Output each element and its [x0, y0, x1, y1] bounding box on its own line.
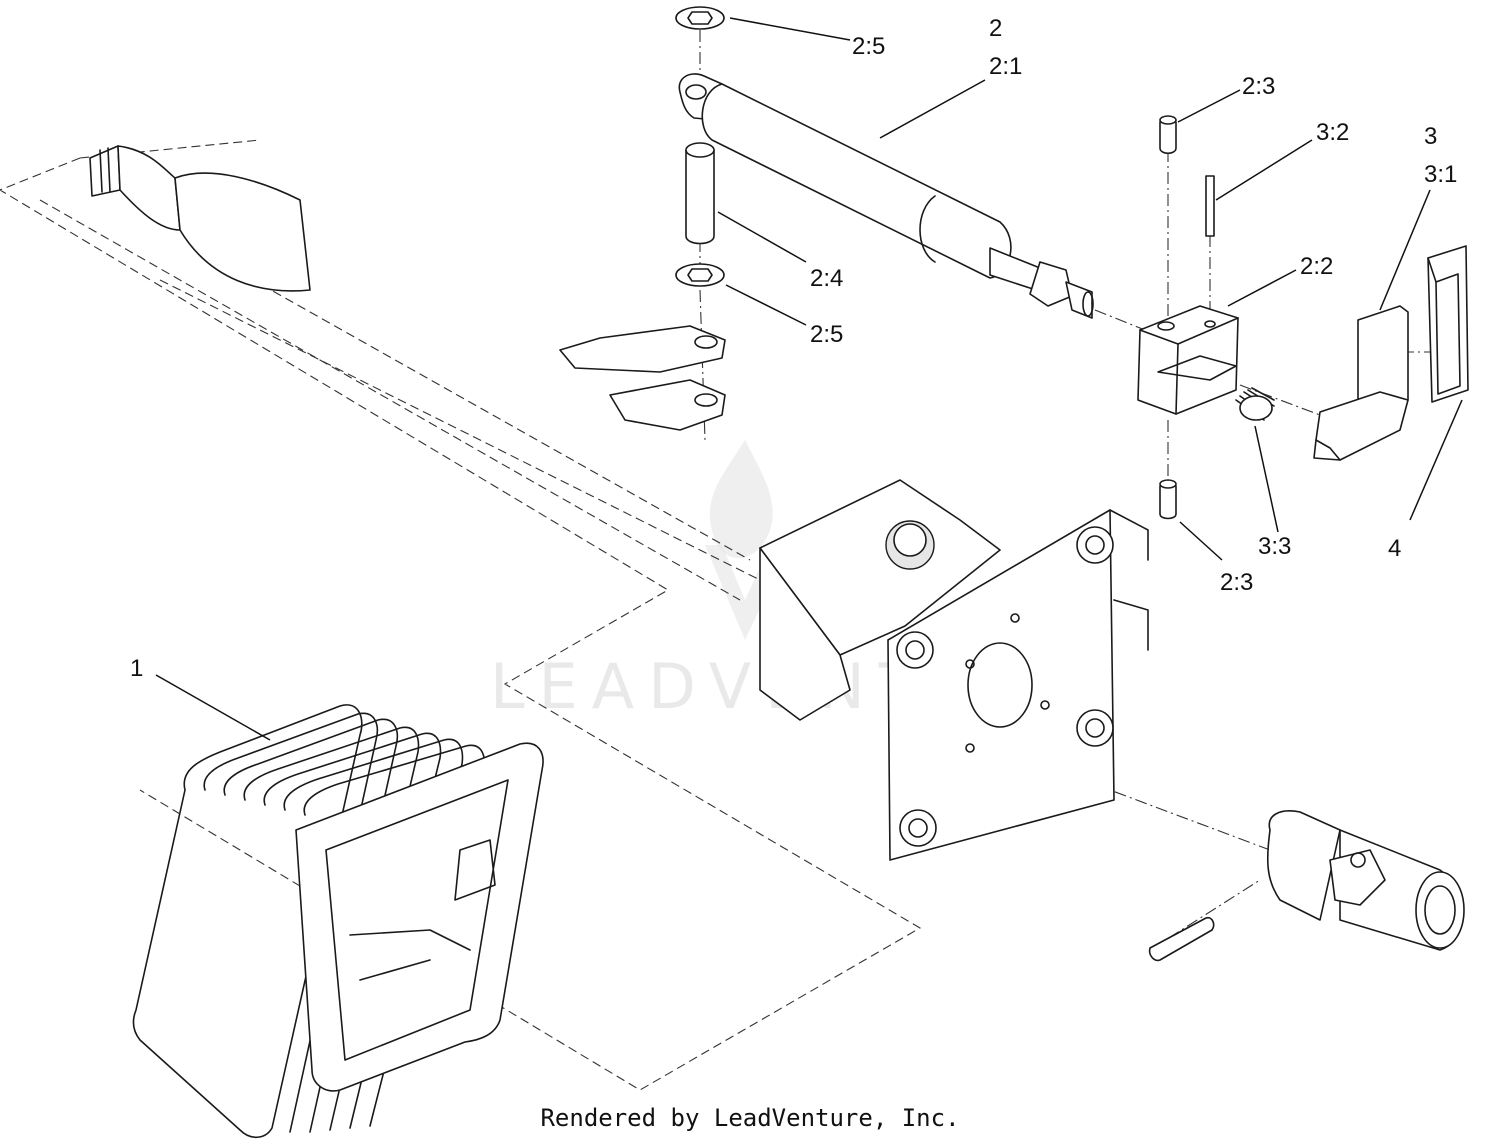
steering-shaft — [89, 145, 311, 292]
callout-2-5-top: 2:5 — [852, 33, 885, 60]
pin-and-washers — [675, 6, 725, 287]
rubber-boot — [132, 704, 544, 1139]
callout-4: 4 — [1388, 535, 1401, 562]
callout-2-4: 2:4 — [810, 265, 843, 292]
callout-3: 3 — [1424, 123, 1437, 150]
footer-credit: Rendered by LeadVenture, Inc. — [540, 1104, 960, 1132]
callout-2-2: 2:2 — [1300, 253, 1333, 280]
callout-labels: 2:5 2 2:1 2:3 3:2 3 3:1 2:2 2:4 2:5 3:3 … — [130, 15, 1457, 682]
callout-1: 1 — [130, 655, 143, 682]
pivot-block — [1137, 115, 1239, 520]
mounting-plate — [759, 479, 1149, 861]
callout-3-2: 3:2 — [1316, 119, 1349, 146]
callout-2-5-mid: 2:5 — [810, 321, 843, 348]
spring — [1235, 387, 1275, 421]
latch-and-pad — [1313, 245, 1469, 461]
universal-joint — [1148, 810, 1465, 962]
leader-lines — [155, 17, 1463, 741]
callout-3-1: 3:1 — [1424, 161, 1457, 188]
callout-2: 2 — [989, 15, 1002, 42]
callout-2-3-top: 2:3 — [1242, 73, 1275, 100]
damper-cylinder — [678, 73, 1094, 319]
callout-2-3-bottom: 2:3 — [1220, 569, 1253, 596]
callout-2-1: 2:1 — [989, 53, 1022, 80]
mounting-bracket — [559, 325, 726, 431]
callout-3-3: 3:3 — [1258, 533, 1291, 560]
